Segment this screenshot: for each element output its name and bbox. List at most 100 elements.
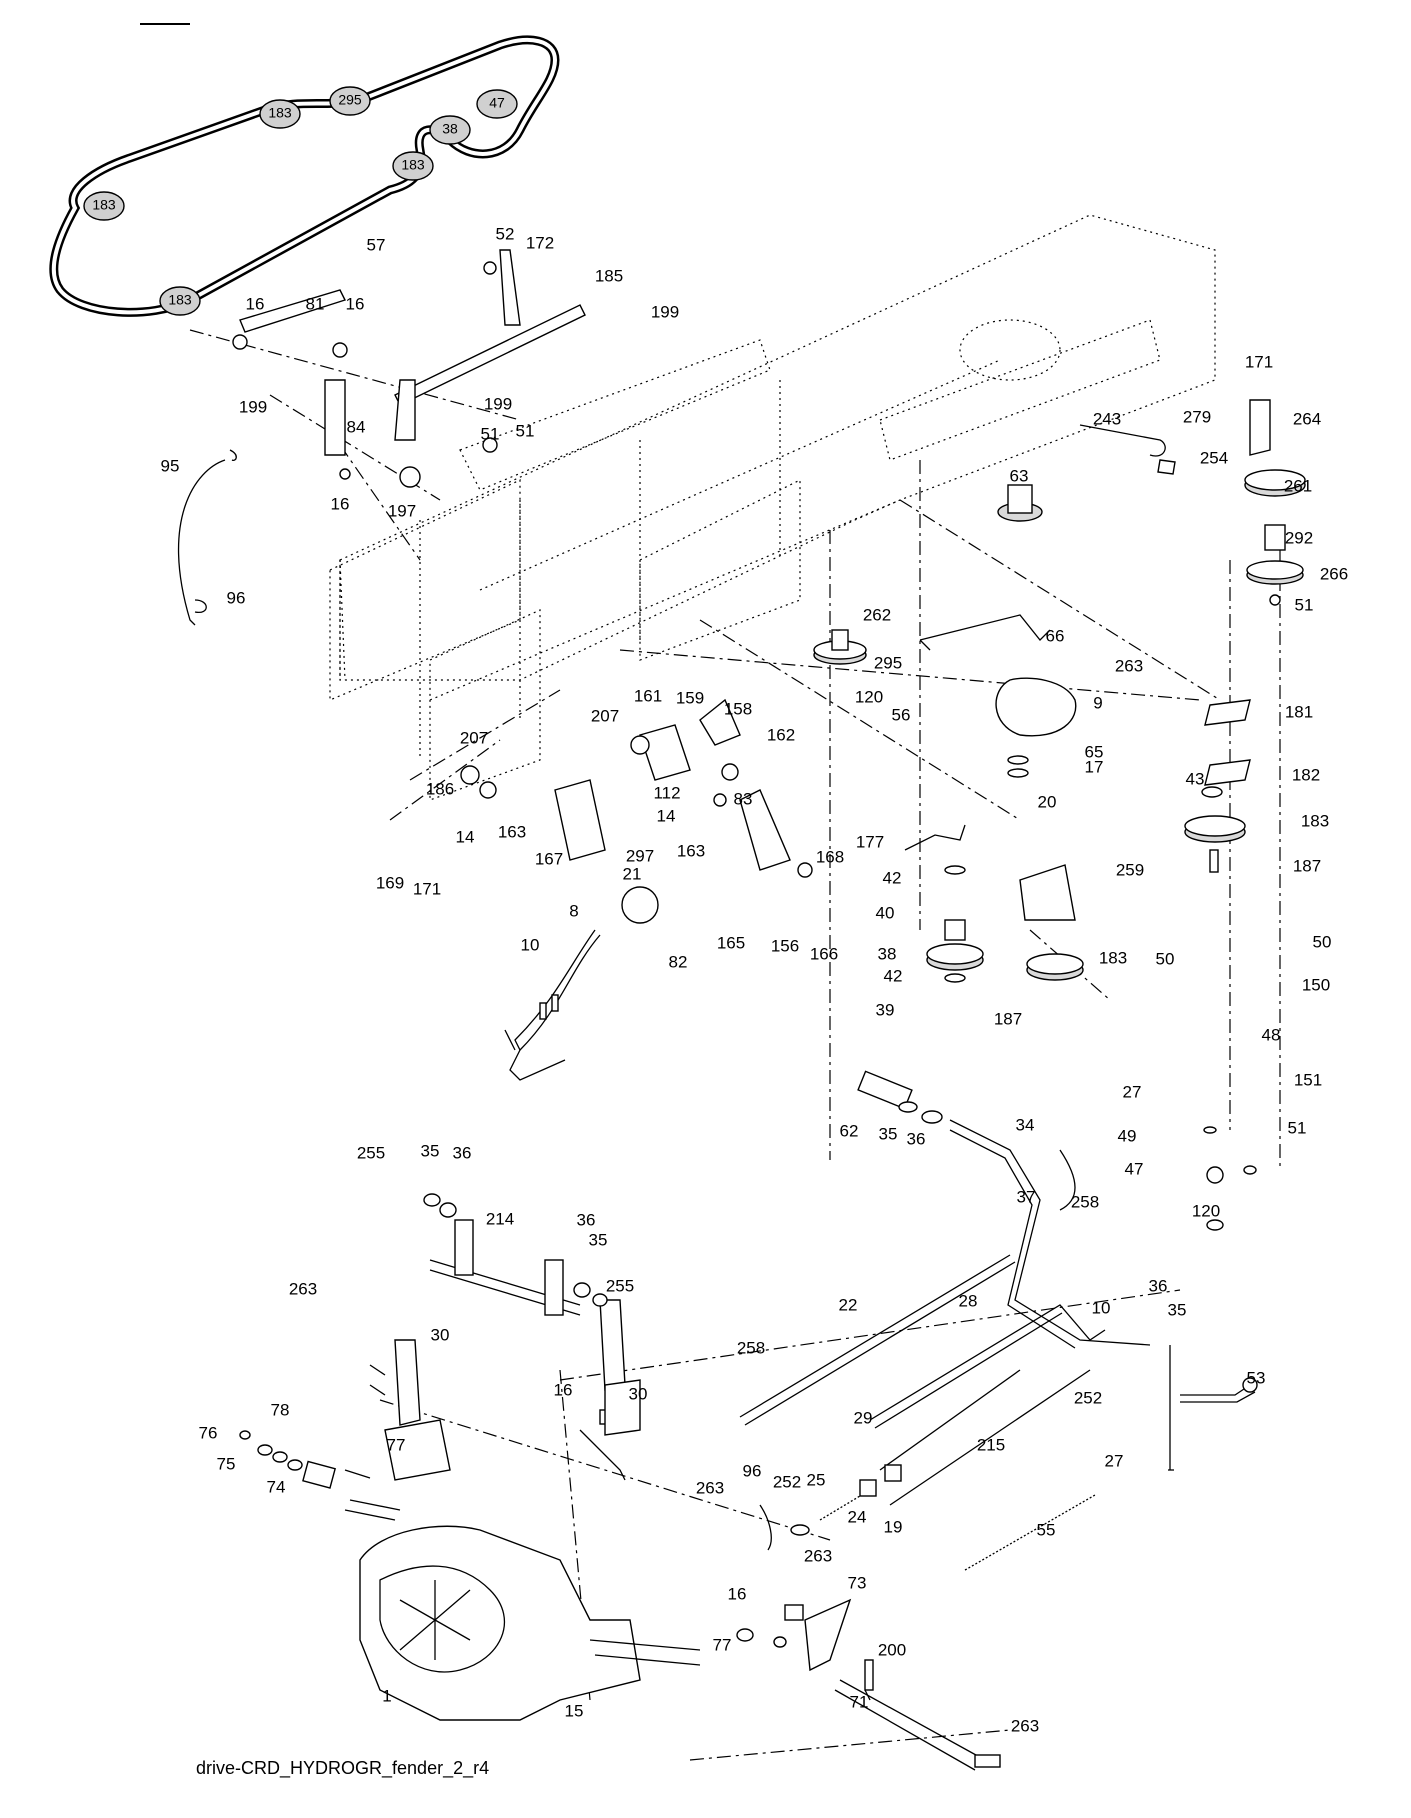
part-callout-200: 200: [878, 1640, 906, 1659]
belt-pulley-183: 183: [392, 151, 434, 181]
part-callout-74: 74: [267, 1477, 286, 1496]
belt-pulley-183: 183: [83, 191, 125, 221]
part-callout-76: 76: [199, 1423, 218, 1442]
part-callout-55: 55: [1037, 1520, 1056, 1539]
assembly-lines: [189, 329, 1281, 1761]
part-callout-30: 30: [431, 1325, 450, 1344]
part-callout-177: 177: [856, 832, 884, 851]
part-callout-84: 84: [347, 417, 366, 436]
part-callout-161: 161: [634, 686, 662, 705]
part-callout-167: 167: [535, 849, 563, 868]
part-callout-96: 96: [227, 588, 246, 607]
part-callout-20: 20: [1038, 792, 1057, 811]
part-callout-262: 262: [863, 605, 891, 624]
part-callout-51: 51: [1288, 1118, 1307, 1137]
part-callout-19: 19: [884, 1517, 903, 1536]
part-callout-243: 243: [1093, 409, 1121, 428]
part-callout-252: 252: [773, 1472, 801, 1491]
part-callout-15: 15: [565, 1701, 584, 1720]
part-callout-24: 24: [848, 1507, 867, 1526]
part-callout-182: 182: [1292, 765, 1320, 784]
part-callout-10: 10: [521, 935, 540, 954]
part-callout-27: 27: [1123, 1082, 1142, 1101]
part-callout-199: 199: [484, 394, 512, 413]
parts-geometry: [177, 249, 1306, 1771]
part-callout-37: 37: [1017, 1187, 1036, 1206]
part-callout-35: 35: [421, 1141, 440, 1160]
part-callout-28: 28: [959, 1291, 978, 1310]
drive-belt: [49, 35, 560, 317]
part-callout-77: 77: [713, 1635, 732, 1654]
part-callout-21: 21: [623, 864, 642, 883]
part-callout-215: 215: [977, 1435, 1005, 1454]
part-callout-297: 297: [626, 846, 654, 865]
frame-outline: [329, 214, 1216, 801]
part-callout-17: 17: [1085, 757, 1104, 776]
part-callout-263: 263: [1011, 1716, 1039, 1735]
part-callout-199: 199: [651, 302, 679, 321]
svg-text:183: 183: [268, 105, 292, 121]
part-callout-252: 252: [1074, 1388, 1102, 1407]
part-callout-292: 292: [1285, 528, 1313, 547]
svg-text:183: 183: [92, 197, 116, 213]
part-callout-258: 258: [737, 1338, 765, 1357]
part-callout-66: 66: [1046, 626, 1065, 645]
part-callout-185: 185: [595, 266, 623, 285]
part-callout-81: 81: [306, 294, 325, 313]
part-callout-57: 57: [367, 235, 386, 254]
part-callout-263: 263: [1115, 656, 1143, 675]
belt-pulley-183: 183: [159, 286, 201, 316]
part-callout-166: 166: [810, 944, 838, 963]
part-callout-263: 263: [289, 1279, 317, 1298]
belt-pulley-295: 295: [329, 86, 371, 116]
part-callout-71: 71: [850, 1692, 869, 1711]
part-callout-51: 51: [516, 421, 535, 440]
svg-text:47: 47: [489, 95, 505, 111]
part-callout-49: 49: [1118, 1126, 1137, 1145]
part-callout-22: 22: [839, 1295, 858, 1314]
part-callout-36: 36: [1149, 1276, 1168, 1295]
part-callout-258: 258: [1071, 1192, 1099, 1211]
part-callout-163: 163: [498, 822, 526, 841]
belt-pulley-183: 183: [259, 99, 301, 129]
part-callout-158: 158: [724, 699, 752, 718]
part-callout-186: 186: [426, 779, 454, 798]
part-callout-156: 156: [771, 936, 799, 955]
part-callout-187: 187: [1293, 856, 1321, 875]
part-callout-159: 159: [676, 688, 704, 707]
part-callout-162: 162: [767, 725, 795, 744]
part-callout-187: 187: [994, 1009, 1022, 1028]
part-callout-112: 112: [653, 783, 680, 802]
part-callout-261: 261: [1284, 476, 1312, 495]
part-callout-10: 10: [1092, 1298, 1111, 1317]
part-callout-171: 171: [413, 879, 441, 898]
part-callout-16: 16: [728, 1584, 747, 1603]
part-callout-42: 42: [884, 966, 903, 985]
part-callout-169: 169: [376, 873, 404, 892]
part-callout-16: 16: [554, 1380, 573, 1399]
part-callout-14: 14: [456, 827, 475, 846]
part-callout-40: 40: [876, 903, 895, 922]
part-callout-82: 82: [669, 952, 688, 971]
part-callout-295: 295: [874, 653, 902, 672]
part-callout-73: 73: [848, 1573, 867, 1592]
part-callout-199: 199: [239, 397, 267, 416]
belt-pulley-47: 47: [476, 89, 518, 119]
part-callout-163: 163: [677, 841, 705, 860]
part-callout-43: 43: [1186, 769, 1205, 788]
part-callout-35: 35: [1168, 1300, 1187, 1319]
part-callout-35: 35: [879, 1124, 898, 1143]
part-callout-279: 279: [1183, 407, 1211, 426]
part-callout-207: 207: [460, 728, 488, 747]
part-callout-183: 183: [1301, 811, 1329, 830]
part-callout-9: 9: [1093, 693, 1102, 712]
part-callout-83: 83: [734, 789, 753, 808]
part-callout-266: 266: [1320, 564, 1348, 583]
part-callout-78: 78: [271, 1400, 290, 1419]
part-callout-39: 39: [876, 1000, 895, 1019]
part-callout-254: 254: [1200, 448, 1228, 467]
part-callout-34: 34: [1016, 1115, 1035, 1134]
